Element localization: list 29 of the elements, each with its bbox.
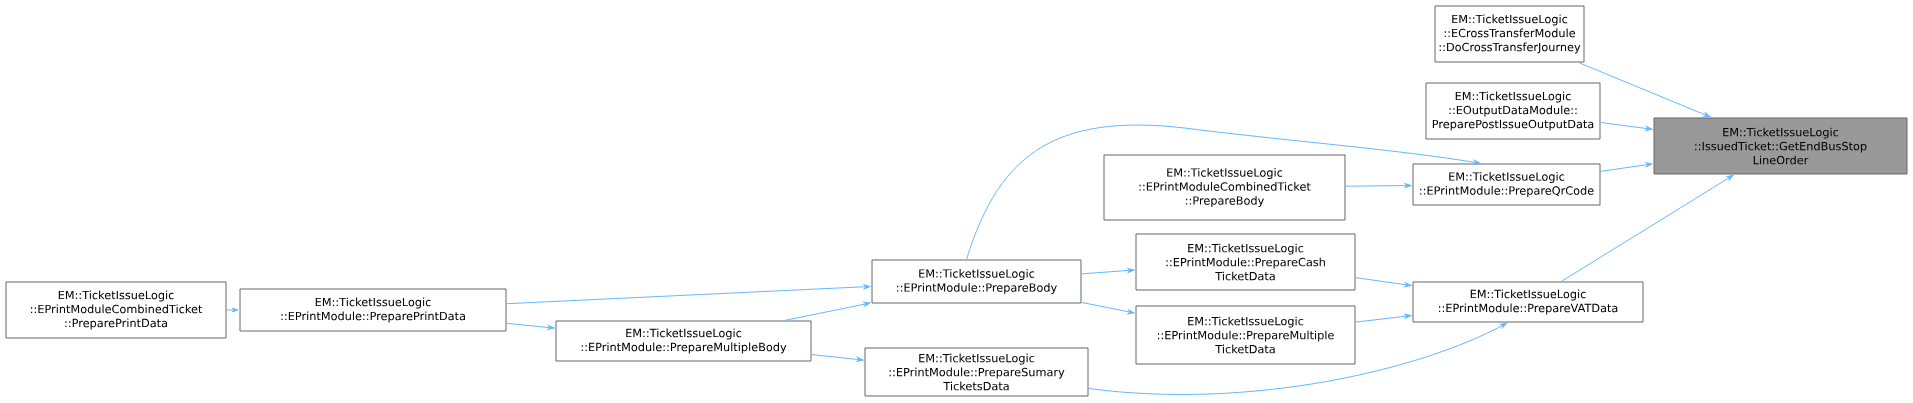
function-box: EM::TicketIssueLogic ::ECrossTransferModule ::DoCrossTransferJourney: [1434, 5, 1585, 63]
arrow: [811, 354, 864, 362]
function-box: EM::TicketIssueLogic ::EPrintModule::PrepareVATData: [1412, 281, 1644, 323]
function-box: EM::TicketIssueLogic ::EPrintModuleCombinedTicket ::PreparePrintData: [5, 281, 227, 339]
function-box: EM::TicketIssueLogic ::EPrintModule::PrepareCash TicketData: [1135, 233, 1356, 291]
function-box: EM::TicketIssueLogic ::EPrintModule::PreparePrintData: [239, 288, 507, 332]
function-box: EM::TicketIssueLogic ::EPrintModule::PrepareBody: [871, 259, 1082, 304]
function-box: EM::TicketIssueLogic ::EPrintModule::PrepareMultiple TicketData: [1135, 305, 1356, 365]
arrow: [226, 307, 239, 313]
arrow: [1355, 277, 1412, 288]
arrow: [1081, 268, 1135, 275]
arrow: [1081, 301, 1135, 315]
arrow: [783, 301, 871, 321]
function-box: EM::TicketIssueLogic ::IssuedTicket::GetEndBusStop LineOrder: [1653, 117, 1908, 175]
arrow: [1577, 62, 1711, 118]
function-box: EM::TicketIssueLogic ::EOutputDataModule:: PreparePostIssueOutputData: [1425, 82, 1601, 140]
arrow: [1345, 183, 1412, 188]
arrow: [1560, 174, 1734, 282]
arrow: [1355, 313, 1412, 323]
function-box: EM::TicketIssueLogic ::EPrintModule::PrepareSumary TicketsData: [864, 347, 1089, 397]
arrow: [1600, 162, 1653, 172]
arrow: [506, 322, 555, 330]
function-box: EM::TicketIssueLogic ::EPrintModuleCombinedTicket ::PrepareBody: [1103, 154, 1346, 221]
function-box: EM::TicketIssueLogic ::EPrintModule::PrepareQrCode: [1412, 163, 1601, 206]
arrow: [1088, 322, 1508, 395]
arrow: [1600, 121, 1653, 131]
arrow: [966, 124, 1481, 260]
function-box: EM::TicketIssueLogic ::EPrintModule::PrepareMultipleBody: [555, 320, 812, 362]
arrow: [506, 284, 871, 305]
